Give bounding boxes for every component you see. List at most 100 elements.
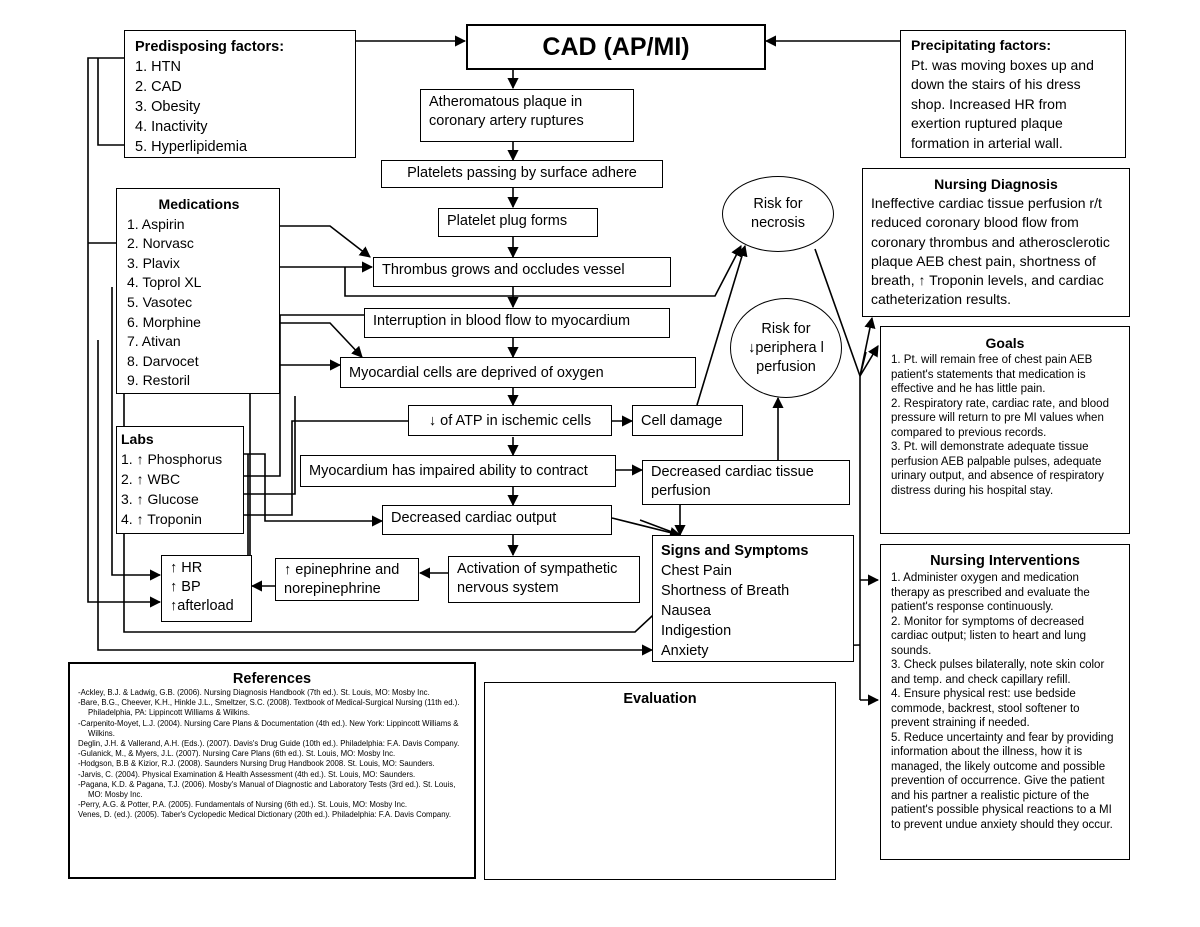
references-title: References xyxy=(232,671,312,687)
lab-item: 3. ↑ Glucose xyxy=(121,491,199,507)
predisposing-item: 4. Inactivity xyxy=(135,119,208,135)
medication-item: 6. Morphine xyxy=(127,313,201,330)
arrow-celldamage-signs xyxy=(639,519,681,536)
thrombus-box: Thrombus grows and occludes vessel xyxy=(373,257,671,287)
evaluation-title: Evaluation xyxy=(623,691,697,707)
plaque-text: Atheromatous plaque in coronary artery r… xyxy=(429,94,584,129)
medication-item: 5. Vasotec xyxy=(127,293,193,310)
medications-title: Medications xyxy=(158,196,240,212)
precipitating-title: Precipitating factors: xyxy=(911,37,1052,53)
goal-item: 1. Pt. will remain free of chest pain AE… xyxy=(891,354,1093,395)
predisposing-item: 2. CAD xyxy=(135,79,182,95)
decreased-output-box: Decreased cardiac output xyxy=(382,505,612,535)
predisposing-title: Predisposing factors: xyxy=(135,39,285,55)
plaque-rupture-box: Atheromatous plaque in coronary artery r… xyxy=(420,89,634,142)
goals-title: Goals xyxy=(985,335,1025,351)
output-text: Decreased cardiac output xyxy=(391,510,557,526)
sympathetic-box: Activation of sympathetic nervous system xyxy=(448,556,640,603)
risk-necrosis-text: Risk for necrosis xyxy=(751,196,805,231)
medications-list: 1. Aspirin 2. Norvasc 3. Plavix 4. Topro… xyxy=(127,215,271,391)
thrombus-text: Thrombus grows and occludes vessel xyxy=(382,262,625,278)
signs-symptoms-box: Signs and Symptoms Chest Pain Shortness … xyxy=(652,535,854,662)
nursing-interventions-box: Nursing Interventions 1. Administer oxyg… xyxy=(880,544,1130,860)
intervention-item: 4. Ensure physical rest: use bedside com… xyxy=(891,688,1080,729)
deprived-text: Myocardial cells are deprived of oxygen xyxy=(349,365,604,381)
signs-title: Signs and Symptoms xyxy=(661,543,809,559)
reference-item: -Ackley, B.J. & Ladwig, G.B. (2006). Nur… xyxy=(78,688,430,697)
predisposing-item: 5. Hyperlipidemia xyxy=(135,139,248,155)
bp-text: ↑ BP xyxy=(170,579,201,595)
sign-item: Chest Pain xyxy=(661,563,732,579)
references-box: References -Ackley, B.J. & Ladwig, G.B. … xyxy=(68,662,476,879)
intervention-item: 5. Reduce uncertainty and fear by provid… xyxy=(891,731,1114,831)
medication-item: 2. Norvasc xyxy=(127,235,194,252)
predisposing-factors-box: Predisposing factors: 1. HTN 2. CAD 3. O… xyxy=(124,30,356,158)
impaired-contract-box: Myocardium has impaired ability to contr… xyxy=(300,455,616,487)
arrow-into-diagnosis xyxy=(859,316,876,377)
sign-item: Anxiety xyxy=(661,643,709,659)
cell-damage-box: Cell damage xyxy=(632,405,743,436)
epinephrine-text: ↑ epinephrine and norepinephrine xyxy=(284,562,400,597)
cell-damage-text: Cell damage xyxy=(641,413,723,429)
reference-item: -Perry, A.G. & Potter, P.A. (2005). Fund… xyxy=(78,800,408,810)
sign-item: Indigestion xyxy=(661,623,732,639)
goal-item: 3. Pt. will demonstrate adequate tissue … xyxy=(891,441,1104,497)
cad-title-box: CAD (AP/MI) xyxy=(466,24,766,70)
precipitating-factors-box: Precipitating factors: Pt. was moving bo… xyxy=(900,30,1126,158)
lab-item: 1. ↑ Phosphorus xyxy=(121,451,223,467)
perfusion-text: Decreased cardiac tissue perfusion xyxy=(651,464,814,499)
labs-list: 1. ↑ Phosphorus 2. ↑ WBC 3. ↑ Glucose 4.… xyxy=(121,449,239,529)
sign-item: Nausea xyxy=(661,603,711,619)
medication-item: 8. Darvocet xyxy=(127,352,199,369)
labs-box: Labs 1. ↑ Phosphorus 2. ↑ WBC 3. ↑ Gluco… xyxy=(116,426,244,534)
epinephrine-box: ↑ epinephrine and norepinephrine xyxy=(275,558,419,601)
reference-item: -Pagana, K.D. & Pagana, T.J. (2006). Mos… xyxy=(78,779,456,800)
platelet-plug-box: Platelet plug forms xyxy=(438,208,598,237)
arrow-peripheral-diagnosis xyxy=(859,351,867,377)
risk-necrosis-ellipse: Risk for necrosis xyxy=(722,176,834,252)
decreased-perfusion-box: Decreased cardiac tissue perfusion xyxy=(642,460,850,505)
sympathetic-text: Activation of sympathetic nervous system xyxy=(457,561,618,596)
predisposing-list: 1. HTN 2. CAD 3. Obesity 4. Inactivity 5… xyxy=(135,57,345,157)
medication-item: 4. Toprol XL xyxy=(127,274,202,291)
nursing-diagnosis-title: Nursing Diagnosis xyxy=(934,176,1058,192)
reference-item: Deglin, J.H. & Vallerand, A.H. (Eds.). (… xyxy=(78,739,460,749)
arrow-output-signs xyxy=(611,517,682,538)
reference-item: -Jarvis, C. (2004). Physical Examination… xyxy=(78,769,416,779)
lab-item: 4. ↑ Troponin xyxy=(121,511,202,527)
intervention-item: 2. Monitor for symptoms of decreased car… xyxy=(891,615,1086,657)
interventions-title: Nursing Interventions xyxy=(930,553,1080,569)
arrow-to-goals xyxy=(859,345,879,377)
hr-bp-afterload-box: ↑ HR ↑ BP ↑afterload xyxy=(161,555,252,622)
reference-item: -Bare, B.G., Cheever, K.H., Hinkle J.L.,… xyxy=(78,698,460,718)
medication-item: 1. Aspirin xyxy=(127,215,185,232)
hr-text: ↑ HR xyxy=(170,560,203,576)
goal-item: 2. Respiratory rate, cardiac rate, and b… xyxy=(891,397,1109,439)
reference-item: -Carpenito-Moyet, L.J. (2004). Nursing C… xyxy=(78,718,459,738)
diagram-title: CAD (AP/MI) xyxy=(542,32,690,61)
afterload-text: ↑afterload xyxy=(170,598,234,614)
interruption-text: Interruption in blood flow to myocardium xyxy=(373,313,631,329)
interruption-box: Interruption in blood flow to myocardium xyxy=(364,308,670,338)
risk-peripheral-text: Risk for ↓periphera l perfusion xyxy=(748,320,824,375)
platelets-text: Platelets passing by surface adhere xyxy=(407,165,637,181)
reference-item: -Hodgson, B.B & Kizior, R.J. (2008). Sau… xyxy=(78,759,435,769)
goals-box: Goals 1. Pt. will remain free of chest p… xyxy=(880,326,1130,534)
medications-box: Medications 1. Aspirin 2. Norvasc 3. Pla… xyxy=(116,188,280,394)
plug-text: Platelet plug forms xyxy=(447,213,568,229)
deprived-oxygen-box: Myocardial cells are deprived of oxygen xyxy=(340,357,696,388)
risk-peripheral-ellipse: Risk for ↓periphera l perfusion xyxy=(730,298,842,398)
medication-item: 9. Restoril xyxy=(127,372,191,389)
precipitating-text: Pt. was moving boxes up and down the sta… xyxy=(911,56,1094,151)
platelets-adhere-box: Platelets passing by surface adhere xyxy=(381,160,663,188)
nursing-diagnosis-text: Ineffective cardiac tissue perfusion r/t… xyxy=(871,195,1110,308)
medication-item: 7. Ativan xyxy=(127,333,181,350)
line-left-spine-3 xyxy=(97,58,124,146)
medication-item: 3. Plavix xyxy=(127,254,180,271)
predisposing-item: 3. Obesity xyxy=(135,99,201,115)
intervention-item: 1. Administer oxygen and medication ther… xyxy=(891,572,1090,613)
intervention-item: 3. Check pulses bilaterally, note skin c… xyxy=(891,659,1105,686)
atp-box: ↓ of ATP in ischemic cells xyxy=(408,405,612,436)
evaluation-box: Evaluation xyxy=(484,682,836,880)
labs-title: Labs xyxy=(121,431,154,447)
